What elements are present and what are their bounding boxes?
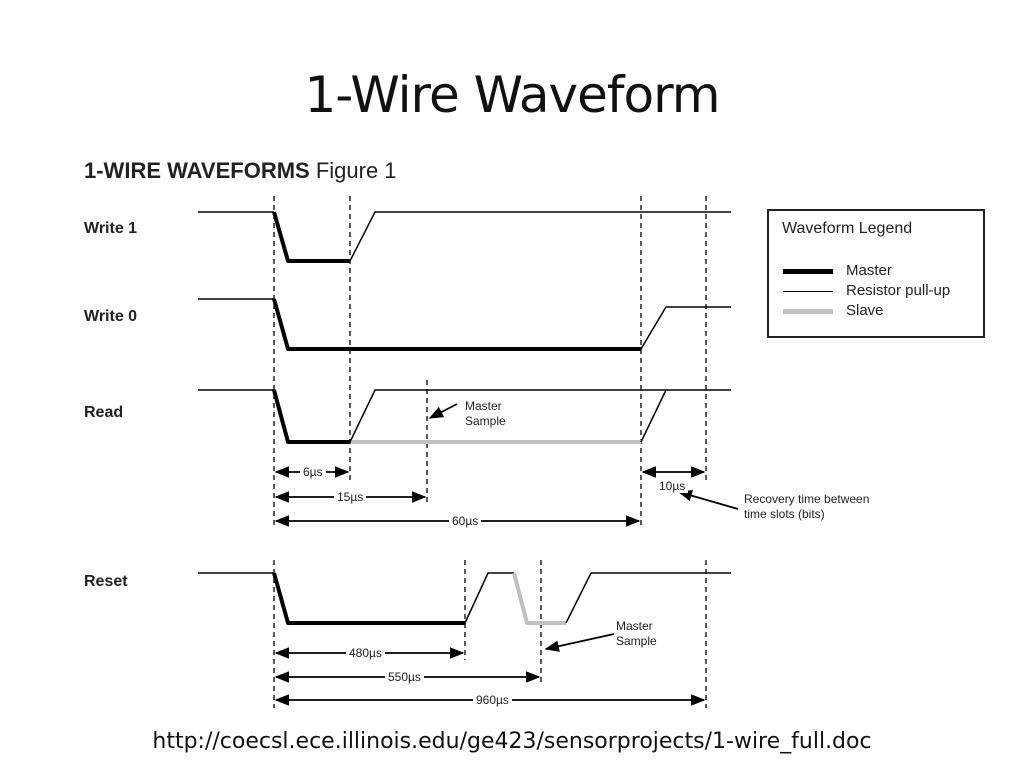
- legend-item-master: Master: [783, 262, 983, 281]
- read-pullup-release: [640, 389, 667, 443]
- annotation-pointers: [428, 403, 739, 652]
- read-pullup-high: [349, 389, 731, 443]
- timing-label-60us: 60µs: [449, 514, 482, 528]
- recovery-pointer: [677, 490, 739, 510]
- figure-heading: 1-WIRE WAVEFORMS Figure 1: [84, 158, 397, 184]
- read-waveform: [198, 389, 731, 444]
- reset-master-sample-note: Master Sample: [616, 619, 657, 649]
- write-1-waveform: [198, 211, 731, 263]
- write0-pullup: [640, 306, 731, 350]
- label-reset: Reset: [84, 573, 128, 590]
- timing-label-550us: 550µs: [385, 670, 424, 684]
- figure-heading-bold: 1-WIRE WAVEFORMS: [84, 158, 310, 183]
- legend-item-slave: Slave: [783, 302, 983, 321]
- label-write-1: Write 1: [84, 220, 138, 237]
- legend-swatch-master: [783, 269, 833, 274]
- legend-swatch-pullup: [783, 291, 833, 292]
- reset-sample-pointer: [544, 633, 615, 652]
- reset-waveform: [198, 572, 731, 625]
- reset-note-line-1: Master: [616, 619, 653, 633]
- legend-label-slave: Slave: [846, 302, 884, 319]
- read-note-line-1: Master: [465, 399, 502, 413]
- timing-label-480us: 480µs: [346, 646, 385, 660]
- reset-slave-presence: [512, 572, 566, 625]
- timing-arrows: [274, 466, 706, 706]
- recovery-note-line-2: time slots (bits): [744, 507, 825, 521]
- reset-master-low: [272, 572, 465, 625]
- label-read: Read: [84, 404, 124, 421]
- reset-pullup-return: [565, 572, 731, 624]
- reset-pullup-high: [464, 572, 514, 624]
- write-0-waveform: [198, 298, 731, 351]
- write1-pullup: [349, 211, 731, 262]
- figure-heading-caption: Figure 1: [309, 158, 397, 183]
- timing-label-10us: 10µs: [656, 479, 689, 493]
- legend-label-master: Master: [846, 262, 892, 279]
- read-master-sample-note: Master Sample: [465, 399, 506, 429]
- label-write-0: Write 0: [84, 308, 138, 325]
- write1-master-low: [272, 211, 350, 263]
- read-note-line-2: Sample: [465, 414, 506, 428]
- recovery-note-line-1: Recovery time between: [744, 492, 870, 506]
- reset-note-line-2: Sample: [616, 634, 657, 648]
- slide-title: 1-Wire Waveform: [304, 66, 721, 124]
- timing-label-6us: 6µs: [300, 465, 326, 479]
- read-master-low: [272, 389, 350, 444]
- legend-title: Waveform Legend: [782, 220, 913, 237]
- legend-swatch-slave: [783, 309, 833, 314]
- read-sample-pointer: [428, 403, 458, 419]
- recovery-time-note: Recovery time between time slots (bits): [744, 492, 869, 522]
- waveform-legend: Waveform Legend Master Resistor pull-up …: [767, 209, 985, 338]
- write0-master-low: [272, 298, 641, 351]
- source-url: http://coecsl.ece.illinois.edu/ge423/sen…: [152, 729, 872, 754]
- legend-label-pullup: Resistor pull-up: [846, 282, 951, 299]
- legend-item-pullup: Resistor pull-up: [783, 282, 983, 301]
- timing-label-15us: 15µs: [334, 490, 367, 504]
- timing-label-960us: 960µs: [473, 693, 512, 707]
